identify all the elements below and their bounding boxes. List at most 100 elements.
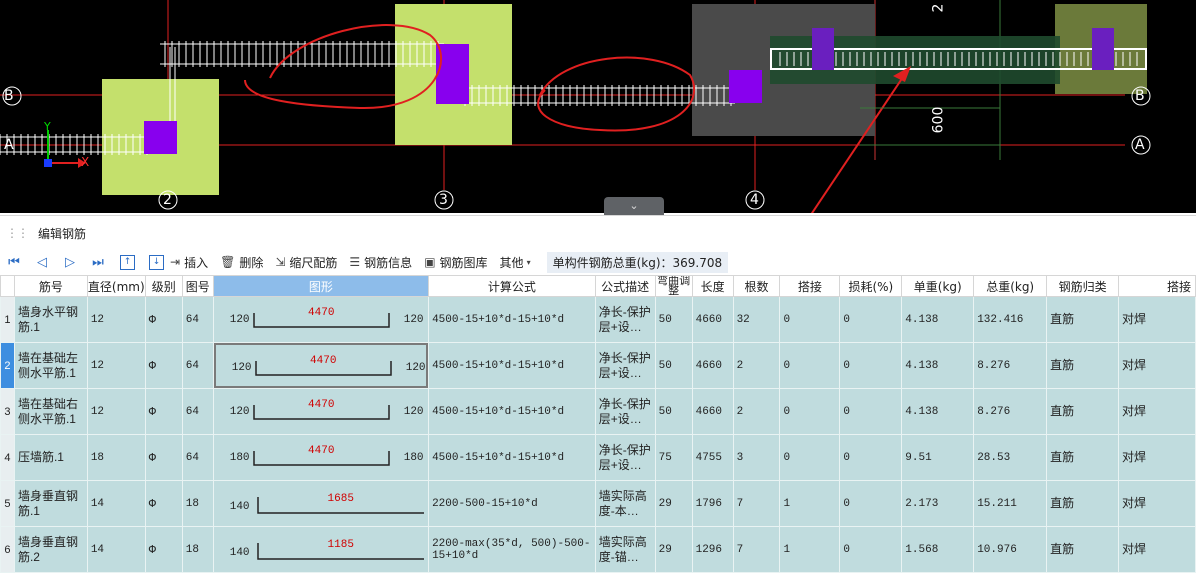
total-weight-cell[interactable]: 132.416 (973, 296, 1048, 343)
formula-desc-cell[interactable]: 净长-保护层+设… (594, 388, 656, 435)
formula-desc-cell[interactable]: 墙实际高度-锚… (594, 526, 656, 573)
grade-cell[interactable]: Φ (144, 526, 183, 573)
formula-cell[interactable]: 4500-15+10*d-15+10*d (428, 342, 596, 389)
last-record-icon[interactable]: ⏭ (92, 254, 104, 270)
count-cell[interactable]: 7 (732, 480, 781, 527)
length-cell[interactable]: 1796 (691, 480, 734, 527)
col-formula-header[interactable]: 计算公式 (428, 275, 596, 297)
category-cell[interactable]: 直筋 (1046, 342, 1120, 389)
formula-cell[interactable]: 2200-500-15+10*d (428, 480, 596, 527)
total-weight-cell[interactable]: 10.976 (973, 526, 1048, 573)
grade-cell[interactable]: Φ (144, 480, 183, 527)
diameter-cell[interactable]: 12 (86, 388, 146, 435)
formula-cell[interactable]: 2200-max(35*d, 500)-500-15+10*d (428, 526, 596, 573)
lap-type-cell[interactable]: 对焊 (1118, 480, 1196, 527)
move-down-icon[interactable]: ↓ (149, 254, 164, 270)
col-total-weight-header[interactable]: 总重(kg) (973, 275, 1048, 297)
grade-cell[interactable]: Φ (144, 342, 183, 389)
rebar-info-button[interactable]: ☰钢筋信息 (349, 254, 412, 271)
count-cell[interactable]: 2 (732, 388, 781, 435)
diameter-cell[interactable]: 18 (86, 434, 146, 481)
length-cell[interactable]: 4660 (691, 296, 734, 343)
row-number[interactable]: 2 (0, 342, 15, 389)
rebar-library-button[interactable]: ▣钢筋图库 (424, 254, 487, 271)
count-cell[interactable]: 32 (732, 296, 781, 343)
grade-cell[interactable]: Φ (144, 388, 183, 435)
category-cell[interactable]: 直筋 (1046, 526, 1120, 573)
total-weight-cell[interactable]: 28.53 (973, 434, 1048, 481)
category-cell[interactable]: 直筋 (1046, 480, 1120, 527)
other-menu-button[interactable]: 其他▾ (500, 254, 535, 271)
bend-adjust-cell[interactable]: 50 (654, 296, 693, 343)
grade-cell[interactable]: Φ (144, 434, 183, 481)
col-shape-no-header[interactable]: 图号 (181, 275, 214, 297)
unit-weight-cell[interactable]: 2.173 (901, 480, 975, 527)
formula-cell[interactable]: 4500-15+10*d-15+10*d (428, 434, 596, 481)
cad-viewport[interactable]: B A B A 2 3 4 2 600 Y X (0, 0, 1196, 213)
lap-type-cell[interactable]: 对焊 (1118, 388, 1196, 435)
previous-record-icon[interactable]: ◁ (37, 254, 47, 270)
loss-cell[interactable]: 0 (839, 434, 903, 481)
loss-cell[interactable]: 0 (839, 526, 903, 573)
row-number[interactable]: 1 (0, 296, 15, 343)
lap-type-cell[interactable]: 对焊 (1118, 526, 1196, 573)
bend-adjust-cell[interactable]: 29 (654, 526, 693, 573)
move-up-icon[interactable]: ↑ (120, 254, 135, 270)
loss-cell[interactable]: 0 (839, 388, 903, 435)
col-formula-desc-header[interactable]: 公式描述 (594, 275, 656, 297)
count-cell[interactable]: 7 (732, 526, 781, 573)
col-lap-header[interactable]: 搭接 (779, 275, 841, 297)
count-cell[interactable]: 3 (732, 434, 781, 481)
formula-desc-cell[interactable]: 净长-保护层+设… (594, 434, 656, 481)
insert-button[interactable]: ⇥插入 (170, 254, 208, 271)
bar-no-cell[interactable]: 压墙筋.1 (13, 434, 88, 481)
col-shape-header[interactable]: 图形 (212, 275, 430, 297)
diameter-cell[interactable]: 14 (86, 526, 146, 573)
row-number[interactable]: 6 (0, 526, 15, 573)
length-cell[interactable]: 1296 (691, 526, 734, 573)
col-lap-type-header[interactable]: 搭接 (1118, 275, 1196, 297)
formula-cell[interactable]: 4500-15+10*d-15+10*d (428, 296, 596, 343)
total-weight-cell[interactable]: 8.276 (973, 388, 1048, 435)
row-number[interactable]: 4 (0, 434, 15, 481)
grade-cell[interactable]: Φ (144, 296, 183, 343)
shape-no-cell[interactable]: 64 (181, 296, 214, 343)
delete-button[interactable]: 🗑删除 (220, 254, 263, 271)
next-record-icon[interactable]: ▷ (65, 254, 75, 270)
col-count-header[interactable]: 根数 (732, 275, 781, 297)
shape-no-cell[interactable]: 18 (181, 526, 214, 573)
length-cell[interactable]: 4660 (691, 342, 734, 389)
category-cell[interactable]: 直筋 (1046, 388, 1120, 435)
bend-adjust-cell[interactable]: 50 (654, 342, 693, 389)
bend-adjust-cell[interactable]: 29 (654, 480, 693, 527)
loss-cell[interactable]: 0 (839, 296, 903, 343)
total-weight-cell[interactable]: 8.276 (973, 342, 1048, 389)
lap-cell[interactable]: 0 (779, 296, 841, 343)
cad-drawing[interactable] (0, 0, 1196, 213)
unit-weight-cell[interactable]: 4.138 (901, 388, 975, 435)
diameter-cell[interactable]: 14 (86, 480, 146, 527)
col-bar-no-header[interactable]: 筋号 (13, 275, 88, 297)
lap-type-cell[interactable]: 对焊 (1118, 342, 1196, 389)
bar-no-cell[interactable]: 墙在基础右侧水平筋.1 (13, 388, 88, 435)
col-category-header[interactable]: 钢筋归类 (1046, 275, 1120, 297)
bend-adjust-cell[interactable]: 75 (654, 434, 693, 481)
category-cell[interactable]: 直筋 (1046, 296, 1120, 343)
drag-grip-icon[interactable]: ⋮⋮ (6, 226, 29, 240)
lap-cell[interactable]: 0 (779, 342, 841, 389)
formula-desc-cell[interactable]: 墙实际高度-本… (594, 480, 656, 527)
bar-no-cell[interactable]: 墙身垂直钢筋.2 (13, 526, 88, 573)
diameter-cell[interactable]: 12 (86, 342, 146, 389)
length-cell[interactable]: 4755 (691, 434, 734, 481)
col-unit-weight-header[interactable]: 单重(kg) (901, 275, 975, 297)
